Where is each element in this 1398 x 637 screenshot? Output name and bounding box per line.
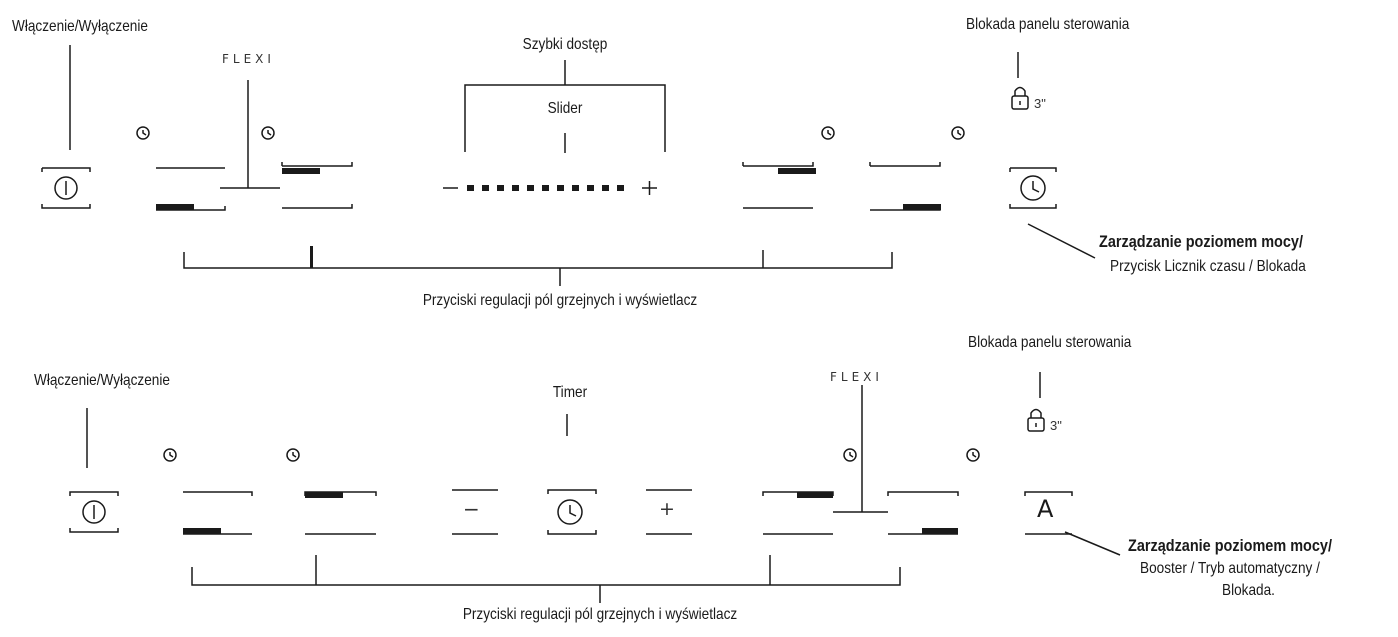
top-zones-label: Przyciski regulacji pól grzejnych i wyśw…: [422, 292, 698, 309]
bottom-power-icon: [82, 500, 106, 524]
top-zone3-display[interactable]: [742, 162, 814, 209]
top-clock-icon: [1020, 175, 1046, 201]
top-zone2-timer-icon: [261, 126, 275, 140]
bottom-auto-button[interactable]: [1024, 491, 1073, 535]
slider-step[interactable]: [572, 185, 579, 191]
bottom-zone3-level-bar: [797, 492, 833, 498]
slider-step[interactable]: [497, 185, 504, 191]
top-zone2-level-bar: [282, 168, 320, 174]
bottom-zones-label: Przyciski regulacji pól grzejnych i wyśw…: [462, 606, 738, 623]
top-power-mgmt-sub: Przycisk Licznik czasu / Blokada: [1110, 258, 1306, 275]
bottom-power-mgmt-title: Zarządzanie poziomem mocy/: [1128, 536, 1332, 555]
top-zone1-display[interactable]: [156, 167, 226, 211]
top-quick-access-label: Szybki dostęp: [522, 36, 608, 53]
top-zones-bracket: [183, 252, 893, 269]
bottom-clock-icon: [557, 499, 583, 525]
top-zone4-timer-icon: [951, 126, 965, 140]
bottom-zone1-display[interactable]: [183, 491, 253, 535]
top-on-off-button[interactable]: [41, 167, 91, 209]
slider-step[interactable]: [467, 185, 474, 191]
slider-step[interactable]: [527, 185, 534, 191]
bottom-zone4-display[interactable]: [887, 491, 959, 535]
slider-step[interactable]: [542, 185, 549, 191]
top-slider-label: Slider: [547, 100, 583, 117]
top-lock-label: Blokada panelu sterowania: [966, 16, 1130, 33]
top-zone1-level-bar: [156, 204, 194, 210]
top-zone2-display[interactable]: [281, 162, 353, 209]
top-zone3-level-bar: [778, 168, 816, 174]
bottom-timer-label: Timer: [552, 384, 588, 401]
slider-step[interactable]: [602, 185, 609, 191]
slider-step[interactable]: [557, 185, 564, 191]
bottom-on-off-button[interactable]: [69, 491, 119, 533]
bottom-power-mgmt-sub1: Booster / Tryb automatyczny /: [1140, 560, 1320, 577]
slider-step[interactable]: [512, 185, 519, 191]
bottom-zone2-timer-icon: [286, 448, 300, 462]
bottom-minus-symbol: −: [463, 497, 480, 521]
top-zone4-display[interactable]: [869, 162, 941, 211]
top-slider[interactable]: [443, 181, 657, 195]
bottom-auto-symbol: A: [1037, 495, 1054, 523]
bottom-zone3-display[interactable]: [762, 491, 834, 535]
bottom-timer-button[interactable]: [547, 489, 597, 535]
top-timer-lock-button[interactable]: [1009, 167, 1057, 209]
bottom-power-mgmt-leader: [1064, 531, 1121, 556]
bottom-minus-button[interactable]: [452, 489, 498, 535]
top-lock-icon: [1011, 86, 1029, 110]
slider-step[interactable]: [482, 185, 489, 191]
slider-step[interactable]: [587, 185, 594, 191]
bottom-plus-symbol: +: [659, 498, 675, 520]
bottom-zone2-level-bar: [305, 492, 343, 498]
bottom-zone1-timer-icon: [163, 448, 177, 462]
bottom-plus-button[interactable]: [646, 489, 692, 535]
bottom-lock-label: Blokada panelu sterowania: [968, 334, 1132, 351]
top-zone1-timer-icon: [136, 126, 150, 140]
bottom-lock-time: 3": [1050, 418, 1062, 433]
bottom-zone2-display[interactable]: [304, 491, 377, 535]
top-flexi-label: FLEXI: [222, 52, 275, 66]
bottom-zone4-level-bar: [922, 528, 958, 534]
bottom-zones-bracket: [191, 567, 901, 586]
top-zone4-level-bar: [903, 204, 941, 210]
bottom-lock-icon: [1027, 408, 1045, 432]
bottom-zone3-timer-icon: [843, 448, 857, 462]
bottom-on-off-label: Włączenie/Wyłączenie: [34, 372, 170, 389]
bottom-zone4-timer-icon: [966, 448, 980, 462]
slider-step[interactable]: [617, 185, 624, 191]
bottom-flexi-label: FLEXI: [830, 370, 883, 384]
top-lock-time: 3": [1034, 96, 1046, 111]
top-zone3-timer-icon: [821, 126, 835, 140]
bottom-zone1-level-bar: [183, 528, 221, 534]
top-power-mgmt-title: Zarządzanie poziomem mocy/: [1099, 232, 1303, 251]
top-on-off-label: Włączenie/Wyłączenie: [12, 18, 148, 35]
top-power-icon: [54, 176, 78, 200]
bottom-power-mgmt-sub2: Blokada.: [1222, 582, 1275, 599]
top-power-mgmt-leader: [1027, 223, 1096, 259]
